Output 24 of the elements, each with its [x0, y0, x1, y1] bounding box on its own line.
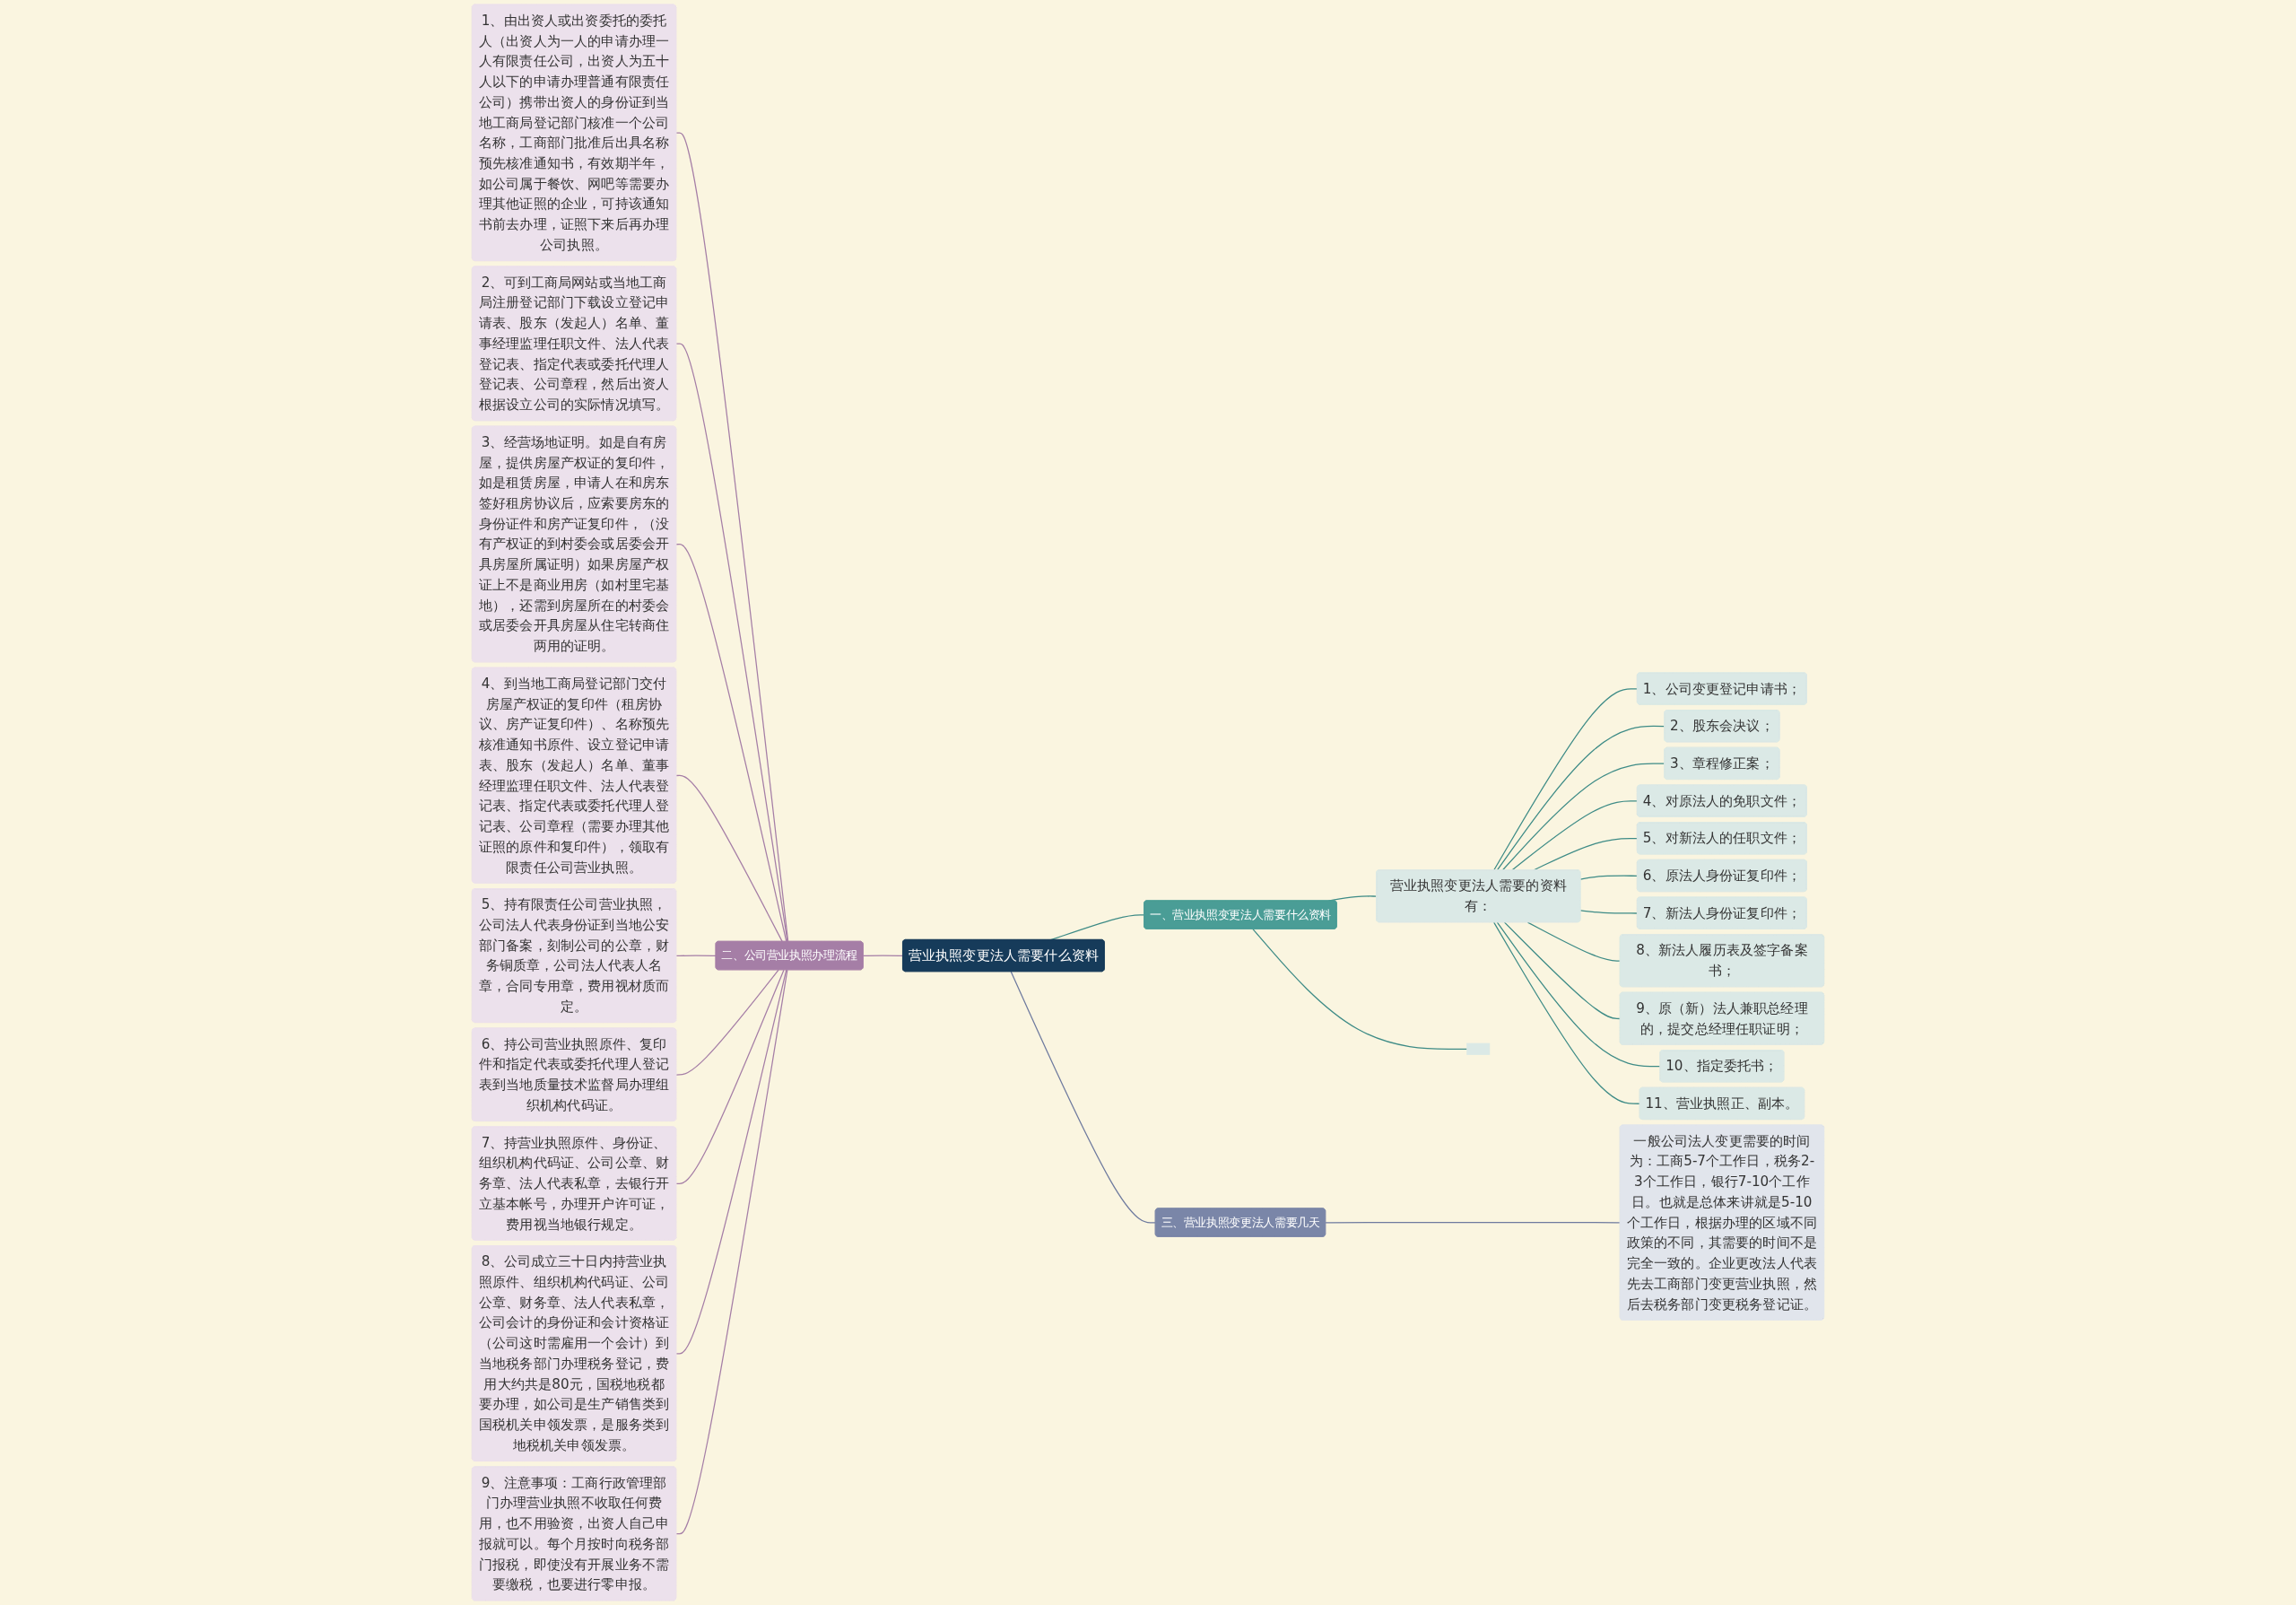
connector	[1503, 921, 1622, 1020]
connector	[1579, 910, 1639, 914]
connector	[675, 132, 789, 943]
connector	[1325, 1221, 1622, 1224]
connector	[1501, 763, 1665, 871]
connector	[675, 969, 787, 1355]
connector	[675, 969, 779, 1076]
connector	[1252, 929, 1468, 1050]
connector	[675, 969, 785, 1184]
connector	[862, 955, 904, 956]
connector	[1493, 921, 1641, 1104]
connector	[675, 544, 787, 943]
connector	[675, 969, 788, 1535]
connector	[1579, 875, 1639, 880]
connector	[675, 774, 783, 943]
connector	[1526, 921, 1622, 962]
connector	[1010, 971, 1157, 1224]
connector	[1493, 688, 1639, 871]
connector	[675, 343, 788, 943]
connector	[1496, 921, 1661, 1068]
connector	[1496, 725, 1665, 871]
connector	[1511, 800, 1639, 871]
connector	[675, 955, 717, 956]
node-box	[1466, 1042, 1491, 1055]
